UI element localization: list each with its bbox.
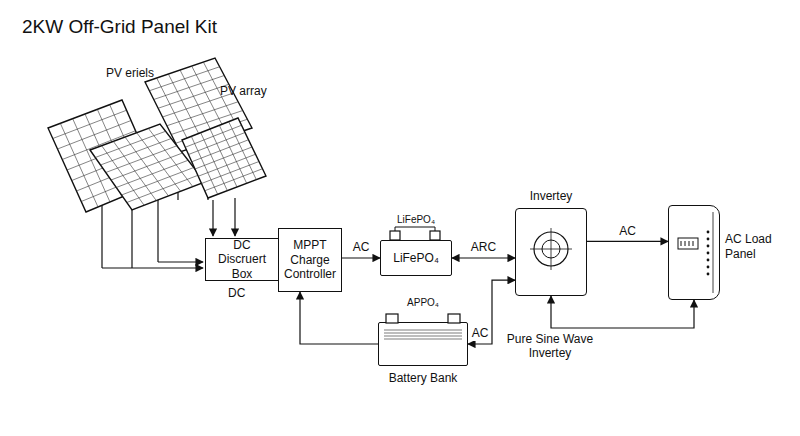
panel-cell-line [205, 169, 263, 191]
battery-terminal [390, 231, 400, 240]
bank-rib [384, 333, 462, 334]
panel-face [669, 206, 719, 299]
charge-controller: MPPT Charge Controller [278, 228, 342, 292]
indicator-dot [707, 231, 710, 234]
connector-label: AC [617, 225, 638, 239]
connector [587, 241, 668, 242]
connector [342, 257, 380, 258]
bank-rib [384, 330, 462, 331]
bank-rib [384, 339, 462, 340]
text-label: PV array [220, 84, 267, 98]
panel-cell-line [192, 140, 249, 162]
inverter-heading: Invertey [506, 189, 596, 203]
box-label: DC Discruert Box [208, 238, 276, 281]
solar-panels [48, 58, 266, 212]
text-label: Pure Sine Wave Invertey [498, 332, 602, 361]
battery-terminal [386, 314, 398, 323]
panel-cell-line [202, 162, 260, 184]
indicator-dot [707, 259, 710, 262]
connector [300, 292, 378, 344]
indicator-dot [707, 252, 710, 255]
connector [551, 296, 694, 328]
connector-label: ARC [469, 241, 498, 255]
box-label: MPPT Charge Controller [281, 238, 339, 281]
load-panel: AC Load Panel [668, 205, 720, 300]
panel-cell-line [158, 84, 229, 108]
junction-box: DC Discruert Box [205, 238, 279, 281]
panel-cell-line [127, 175, 200, 203]
battery-heading: APPO₄ [379, 297, 467, 308]
solar-panel [182, 118, 266, 198]
inverter-dial [516, 209, 586, 295]
dial-cross [551, 228, 552, 270]
battery-label: LiFePO₄ [381, 251, 451, 265]
battery-heading: LiFePO₄ [381, 214, 451, 225]
panel-cell-line [149, 67, 219, 91]
bank-outline [378, 308, 468, 366]
connector [452, 257, 515, 258]
indicator-dot [707, 245, 710, 248]
text-label: PV eriels [106, 66, 154, 80]
panel-display [678, 238, 698, 249]
connector-label: AC [470, 327, 491, 341]
indicator-dot [707, 238, 710, 241]
battery-bank: APPO₄Battery Bank [378, 322, 468, 366]
solar-panel [90, 124, 205, 210]
indicator-dot [707, 273, 710, 276]
panel-cell-line [185, 125, 241, 147]
battery-terminals [380, 226, 452, 240]
battery-terminal [430, 231, 440, 240]
display-digit [681, 241, 682, 246]
panel-cell-line [154, 76, 225, 100]
display-digit [685, 241, 686, 246]
panel-cell-line [53, 110, 127, 138]
display-digit [689, 241, 690, 246]
bank-label: Battery Bank [369, 371, 477, 385]
battery: LiFePO₄LiFePO₄ [380, 240, 452, 276]
indicator-dot [707, 266, 710, 269]
display-digit [693, 241, 694, 246]
panel-edge [713, 212, 714, 293]
connector-label: AC [351, 241, 372, 255]
inverter: Invertey [515, 208, 587, 296]
panel-cell-line [195, 147, 252, 169]
battery-strap [395, 227, 435, 231]
panel-cell-line [189, 133, 246, 155]
battery-terminal [448, 314, 460, 323]
load-label: AC Load Panel [725, 232, 785, 262]
panel-cell-line [198, 154, 255, 176]
bank-rib [384, 336, 462, 337]
text-label: DC [228, 286, 245, 300]
diagram-title: 2KW Off-Grid Panel Kit [22, 16, 217, 39]
